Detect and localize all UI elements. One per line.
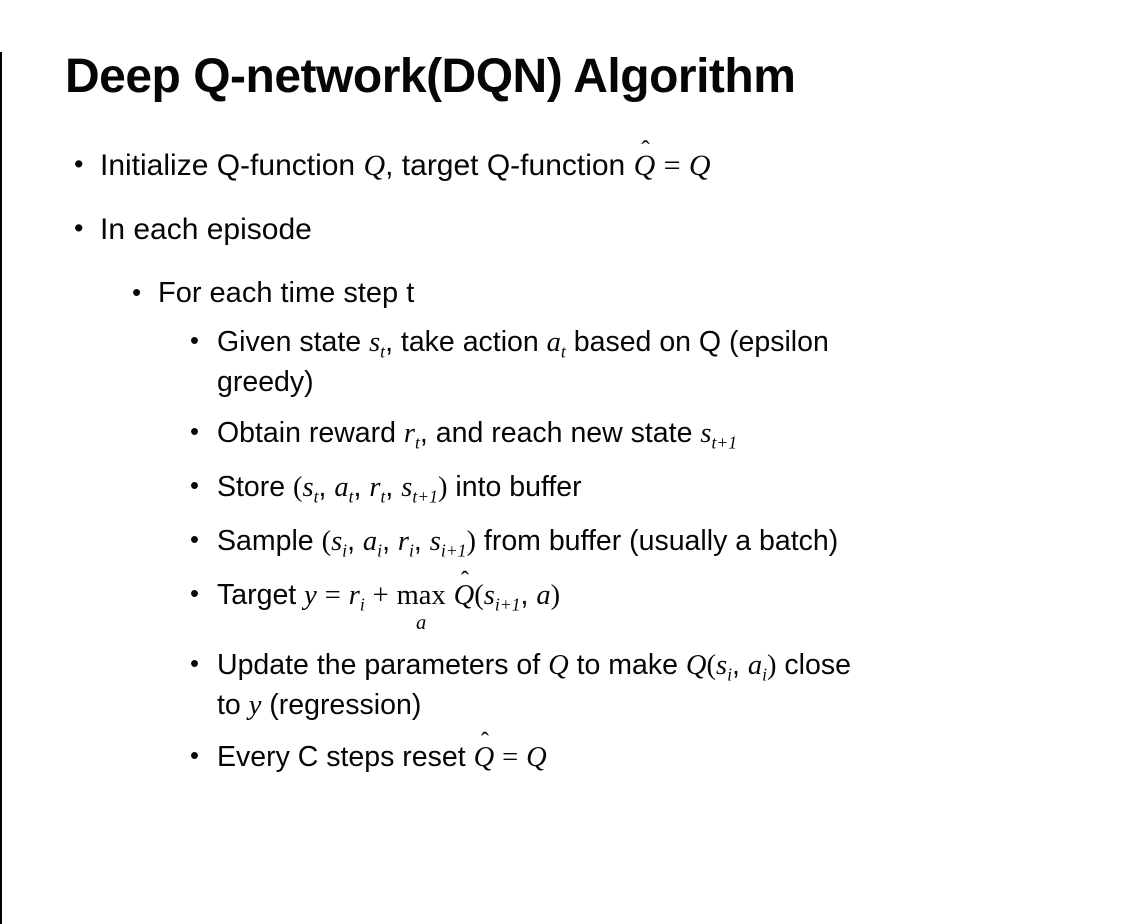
bullet-text: Sample (si, ai, ri, si+1) from buffer (u… [217,525,839,562]
list-item: • Sample (si, ai, ri, si+1) from buffer (… [190,523,1124,563]
list-item: • Given state st, take action at based on… [190,324,1124,402]
bullet-marker: • [190,580,199,609]
bullet-marker: • [190,472,199,501]
bullet-text: For each time step t [158,276,415,309]
bullet-marker: • [74,212,84,243]
bullet-text: Obtain reward rt, and reach new state st… [217,417,738,454]
bullet-marker: • [190,742,199,771]
slide-title: Deep Q-network(DQN) Algorithm [65,50,796,103]
list-item: • In each episode [74,210,1124,250]
bullet-text: Given state st, take action at based on … [217,325,829,398]
bullet-marker: • [190,526,199,555]
slide: Deep Q-network(DQN) Algorithm • Initializ… [2,50,1124,924]
list-item: • Store (st, at, rt, st+1) into buffer [190,469,1124,509]
bullet-text: In each episode [100,212,312,246]
list-item: • Initialize Q-function Q, target Q-funct… [74,135,1124,186]
bullet-marker: • [190,650,199,679]
bullet-text: Update the parameters of Q to make Q(si,… [217,649,851,722]
bullet-list: • Initialize Q-function Q, target Q-funct… [2,135,1124,777]
bullet-marker: • [132,276,142,307]
list-item: • Obtain reward rt, and reach new state s… [190,415,1124,455]
list-item: • Update the parameters of Q to make Q(si… [190,647,1124,725]
bullet-marker: • [74,149,84,180]
bullet-marker: • [190,326,199,355]
list-item: • For each time step t [132,274,1124,312]
bullet-text: Store (st, at, rt, st+1) into buffer [217,471,582,508]
bullet-text: Initialize Q-function Q, target Q-functi… [100,135,711,183]
bullet-marker: • [190,418,199,447]
